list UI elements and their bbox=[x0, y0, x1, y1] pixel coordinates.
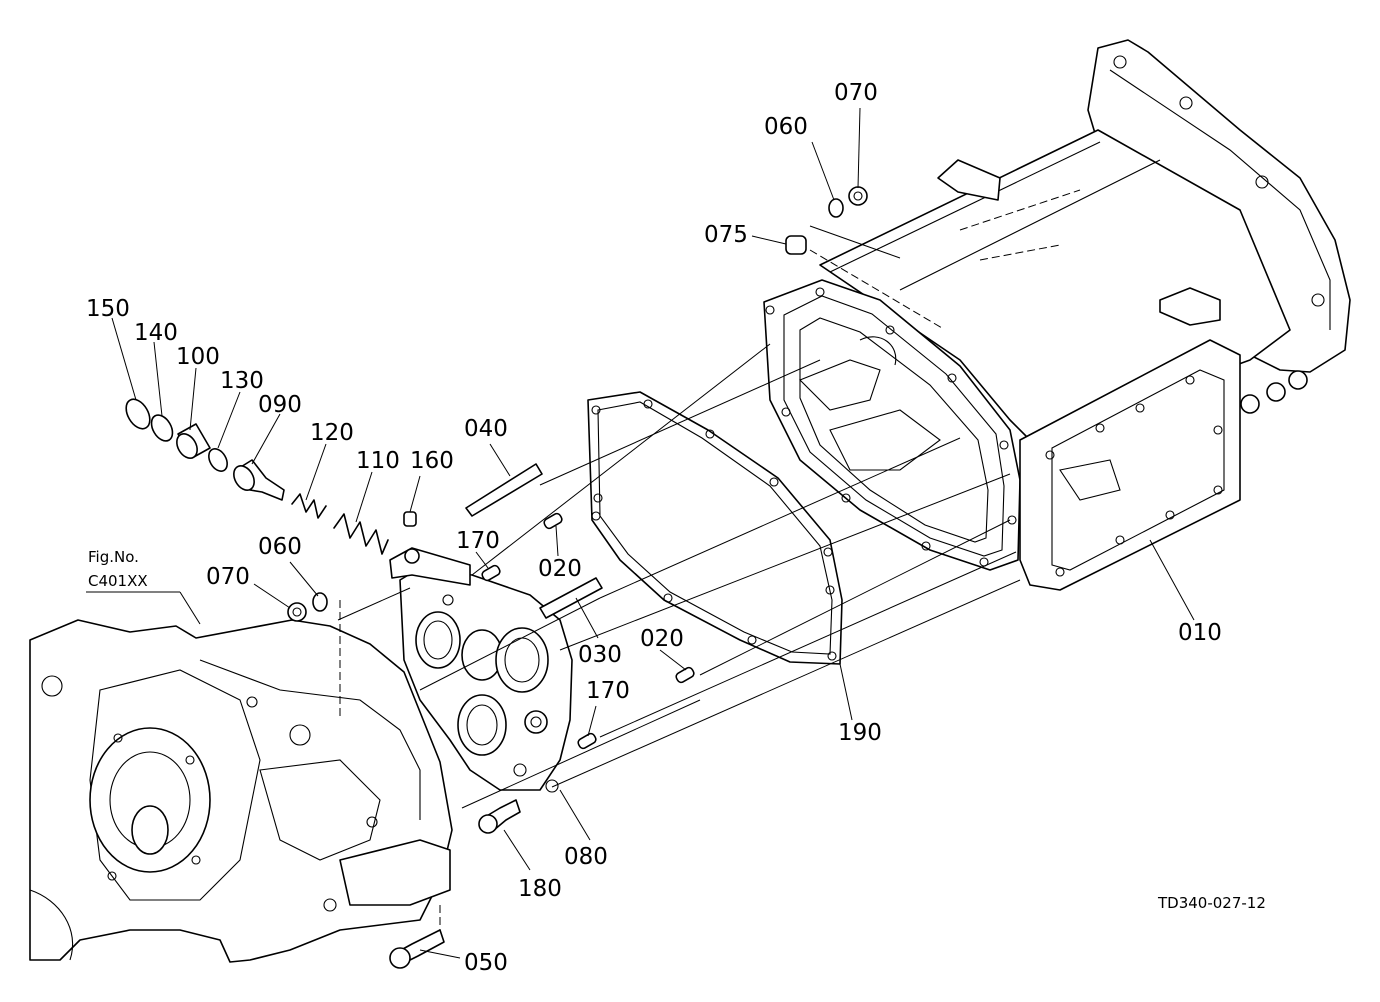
stud-040 bbox=[465, 463, 543, 517]
callout-080: 080 bbox=[564, 844, 608, 870]
plug-075 bbox=[785, 235, 807, 255]
callout-170-a: 170 bbox=[456, 528, 500, 554]
pin-170-b bbox=[577, 732, 597, 750]
plug-160 bbox=[403, 511, 417, 527]
callout-090: 090 bbox=[258, 392, 302, 418]
callout-190: 190 bbox=[838, 720, 882, 746]
callout-110: 110 bbox=[356, 448, 400, 474]
callout-180: 180 bbox=[518, 876, 562, 902]
callout-060-lower: 060 bbox=[258, 534, 302, 560]
callout-160: 160 bbox=[410, 448, 454, 474]
leader-lines bbox=[86, 107, 1195, 959]
washer-060-upper bbox=[828, 198, 844, 218]
callout-060-upper: 060 bbox=[764, 114, 808, 140]
o-ring-140 bbox=[150, 414, 174, 442]
callout-120: 120 bbox=[310, 420, 354, 446]
callout-130: 130 bbox=[220, 368, 264, 394]
figure-code: TD340-027-12 bbox=[1157, 894, 1266, 912]
callout-030: 030 bbox=[578, 642, 622, 668]
reference-figure-line1: Fig.No. bbox=[88, 548, 139, 566]
o-ring-130 bbox=[208, 448, 228, 472]
callout-020-b: 020 bbox=[640, 626, 684, 652]
callout-150: 150 bbox=[86, 296, 130, 322]
projection-lines bbox=[337, 225, 1021, 940]
callout-050: 050 bbox=[464, 950, 508, 976]
circlip-150 bbox=[125, 398, 151, 430]
spring-120 bbox=[291, 493, 327, 519]
spring-110 bbox=[333, 513, 389, 555]
pin-170-a bbox=[481, 564, 501, 582]
callout-070-lower: 070 bbox=[206, 564, 250, 590]
valve-cover bbox=[389, 547, 573, 793]
small-parts bbox=[125, 186, 868, 969]
nut-070-lower bbox=[287, 602, 307, 622]
callout-020-a: 020 bbox=[538, 556, 582, 582]
stud-030 bbox=[539, 577, 603, 619]
nut-070-upper bbox=[848, 186, 868, 206]
transmission-case bbox=[763, 39, 1351, 591]
callout-070-upper: 070 bbox=[834, 80, 878, 106]
front-housing bbox=[29, 619, 453, 963]
reference-figure-line2: C401XX bbox=[88, 572, 148, 590]
callout-140: 140 bbox=[134, 320, 178, 346]
callout-010: 010 bbox=[1178, 620, 1222, 646]
callout-075: 075 bbox=[704, 222, 748, 248]
pin-020-b bbox=[675, 666, 695, 684]
callout-100: 100 bbox=[176, 344, 220, 370]
pin-020-a bbox=[543, 512, 563, 530]
washer-060-lower bbox=[312, 592, 328, 612]
callout-170-b: 170 bbox=[586, 678, 630, 704]
callout-labels: 150 140 100 130 090 120 110 160 040 170 … bbox=[86, 80, 1266, 976]
callout-040: 040 bbox=[464, 416, 508, 442]
